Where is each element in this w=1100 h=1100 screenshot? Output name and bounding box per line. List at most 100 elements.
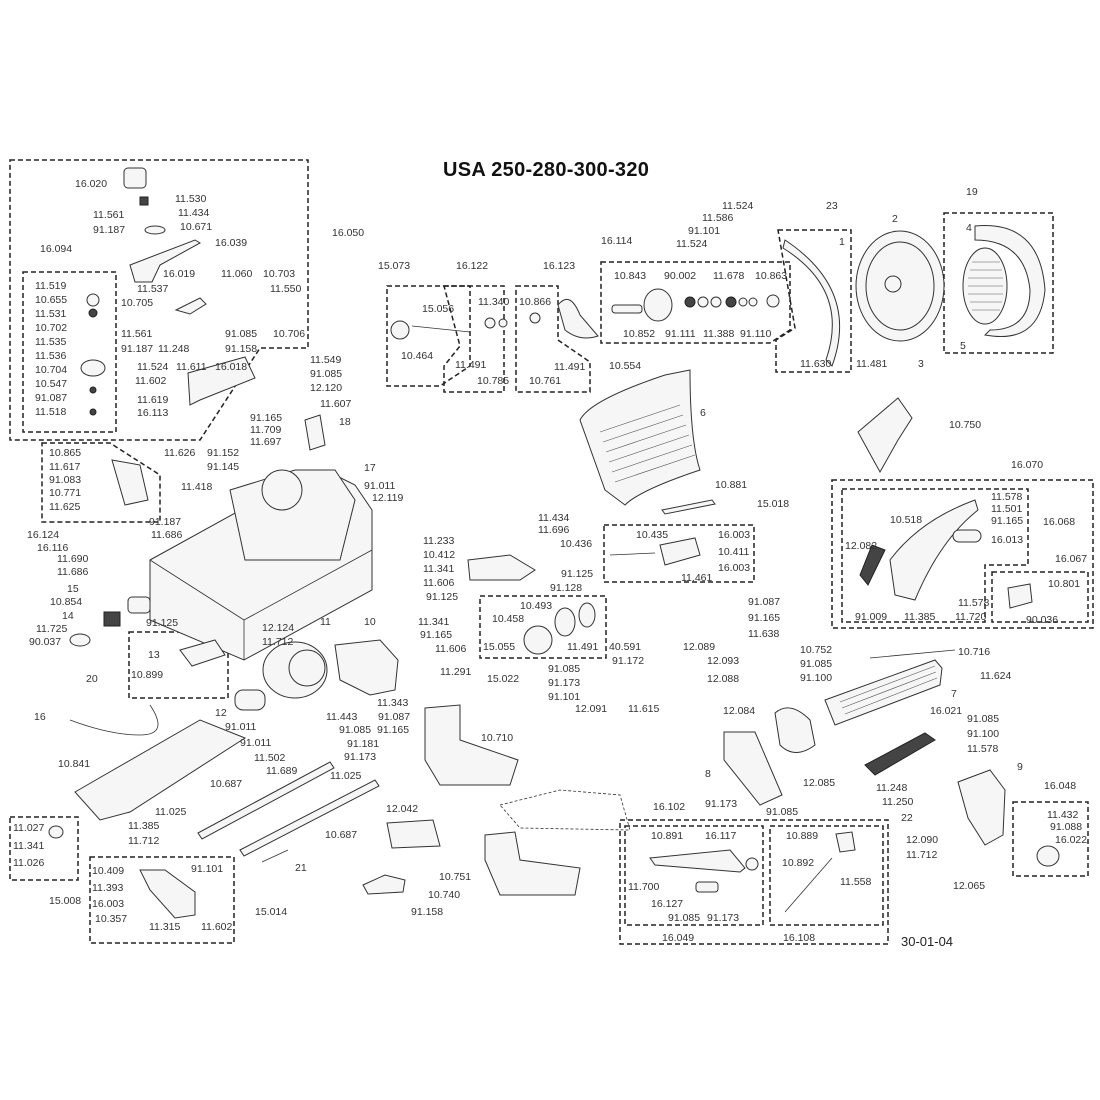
part-label: 3 — [918, 358, 924, 370]
part-label: 10.687 — [325, 829, 358, 841]
product-tray-6 — [579, 369, 701, 506]
part-label: 16.020 — [75, 178, 108, 190]
part-label: 91.101 — [688, 225, 721, 237]
part-label: 12.082 — [845, 540, 878, 552]
part-label: 10.854 — [50, 596, 83, 608]
bearing-90002-b — [725, 296, 737, 308]
part-label: 11.025 — [155, 806, 187, 818]
part-label: 40.591 — [609, 641, 642, 653]
part-label: 11.561 — [93, 209, 125, 221]
part-label: 16 — [34, 711, 46, 723]
part-label: 11.537 — [137, 283, 169, 295]
part-label: 11.535 — [35, 336, 67, 348]
part-label: 10.863 — [755, 270, 788, 282]
part-label: 16.019 — [163, 268, 196, 280]
part-label: 11.725 — [36, 623, 68, 635]
part-label: 11.481 — [856, 358, 888, 370]
part-label: 9 — [1017, 761, 1023, 773]
clamp-10801 — [1007, 583, 1033, 609]
part-label: 11.531 — [35, 308, 67, 320]
part-label: 10.899 — [131, 669, 164, 681]
switch-14 — [103, 611, 121, 627]
part-label: 11.393 — [92, 882, 124, 894]
clamp-10740 — [362, 874, 406, 895]
part-label: 11.248 — [876, 782, 908, 794]
part-label: 91.085 — [668, 912, 701, 924]
part-label: 10.801 — [1048, 578, 1081, 590]
cover-grating — [968, 261, 1003, 311]
part-label: 11.678 — [713, 270, 745, 282]
part-label: 10.865 — [49, 447, 82, 459]
part-label: 11.709 — [250, 424, 282, 436]
part-label: 16.094 — [40, 243, 73, 255]
date-code: 30-01-04 — [901, 934, 954, 949]
part-label: 11.491 — [455, 359, 487, 371]
part-label: 91.087 — [748, 596, 781, 608]
part-label: 10.493 — [520, 600, 553, 612]
part-label: 10.705 — [121, 297, 154, 309]
part-label: 91.085 — [967, 713, 1000, 725]
part-label: 11.696 — [538, 524, 570, 536]
part-label: 10.785 — [477, 375, 510, 387]
part-label: 11.615 — [628, 703, 660, 715]
part-label: 11.611 — [176, 361, 207, 373]
cap-90037 — [69, 633, 91, 647]
part-label: 11.524 — [137, 361, 169, 373]
part-label: 16.003 — [92, 898, 125, 910]
part-label: 90.002 — [664, 270, 697, 282]
part-label: 91.158 — [225, 343, 258, 355]
part-label: 11.561 — [121, 328, 153, 340]
base-plate-10841 — [74, 719, 247, 821]
part-label: 91.009 — [855, 611, 888, 623]
circlip-91111-b — [710, 296, 722, 308]
part-label: 16.122 — [456, 260, 489, 272]
end-plate-12084 — [774, 707, 816, 753]
part-label: 11.388 — [703, 328, 735, 340]
guide-10891 — [649, 849, 746, 873]
part-label: 10.704 — [35, 364, 68, 376]
part-label: 91.088 — [1050, 821, 1083, 833]
blade-cover-5 — [974, 225, 1046, 337]
part-label: 11.606 — [435, 643, 467, 655]
part-label: 18 — [339, 416, 351, 428]
diagram-title: USA 250-280-300-320 — [443, 159, 650, 181]
part-label: 91.125 — [146, 617, 179, 629]
part-label: 91.125 — [561, 568, 594, 580]
part-label: 11.502 — [254, 752, 286, 764]
part-label: 16.050 — [332, 227, 365, 239]
part-label: 91.181 — [347, 738, 380, 750]
part-label: 10.716 — [958, 646, 991, 658]
part-label: 15.014 — [255, 906, 288, 918]
part-label: 11.501 — [991, 503, 1023, 515]
part-label: 91.152 — [207, 447, 240, 459]
part-label: 11.418 — [181, 481, 213, 493]
part-label: 91.187 — [121, 343, 154, 355]
part-label: 16.124 — [27, 529, 60, 541]
part-label: 16.127 — [651, 898, 684, 910]
platform-16021 — [864, 732, 936, 776]
part-label: 11.712 — [262, 636, 294, 648]
part-label: 91.011 — [364, 480, 396, 492]
part-label: 11.233 — [423, 535, 455, 547]
motor-11 — [234, 641, 328, 711]
part-label: 10.843 — [614, 270, 647, 282]
group-box-16114 — [600, 261, 791, 344]
part-label: 11.385 — [128, 820, 160, 832]
part-label: 91.087 — [35, 392, 68, 404]
rod-10716 — [869, 649, 956, 659]
flange-10 — [334, 639, 399, 696]
bearing-90002-a — [684, 296, 696, 308]
part-label: 11.524 — [722, 200, 754, 212]
group-box-16068 — [841, 488, 1029, 623]
part-label: 10.740 — [428, 889, 461, 901]
rod-10892 — [784, 857, 833, 913]
knob-16022 — [1036, 845, 1060, 867]
part-label: 10 — [364, 616, 376, 628]
shaft-10852 — [611, 304, 643, 314]
rod-10687-lower — [239, 779, 380, 857]
part-label: 16.018 — [215, 361, 248, 373]
belt-10554 — [557, 298, 599, 339]
group-box-16094 — [22, 271, 117, 433]
part-label: 11.536 — [35, 350, 67, 362]
